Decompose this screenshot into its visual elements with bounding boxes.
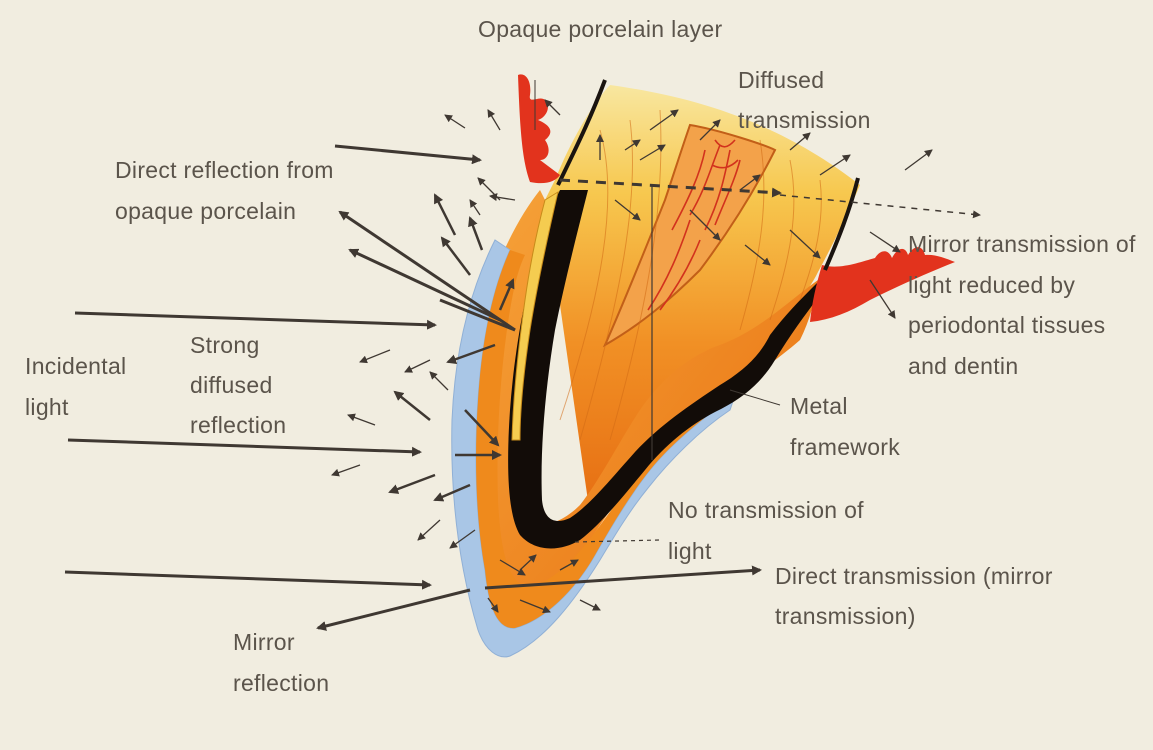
incident-arrow-1	[335, 146, 480, 160]
label-incidental-light: Incidental light	[25, 346, 165, 428]
label-diffused-transmission: Diffused transmission	[738, 60, 913, 140]
label-direct-reflection: Direct reflection from opaque porcelain	[115, 150, 340, 232]
label-strong-diffused-reflection: Strong diffused reflection	[190, 325, 330, 445]
incident-arrow-2	[75, 313, 435, 325]
label-direct-transmission: Direct transmission (mirror transmission…	[775, 556, 1065, 636]
gingiva-left	[518, 74, 560, 183]
incident-arrow-4	[65, 572, 430, 585]
label-mirror-transmission-reduced: Mirror transmission of light reduced by …	[908, 224, 1148, 386]
label-opaque-porcelain-layer: Opaque porcelain layer	[478, 10, 728, 48]
label-metal-framework: Metal framework	[790, 386, 940, 468]
label-mirror-reflection: Mirror reflection	[233, 622, 363, 704]
